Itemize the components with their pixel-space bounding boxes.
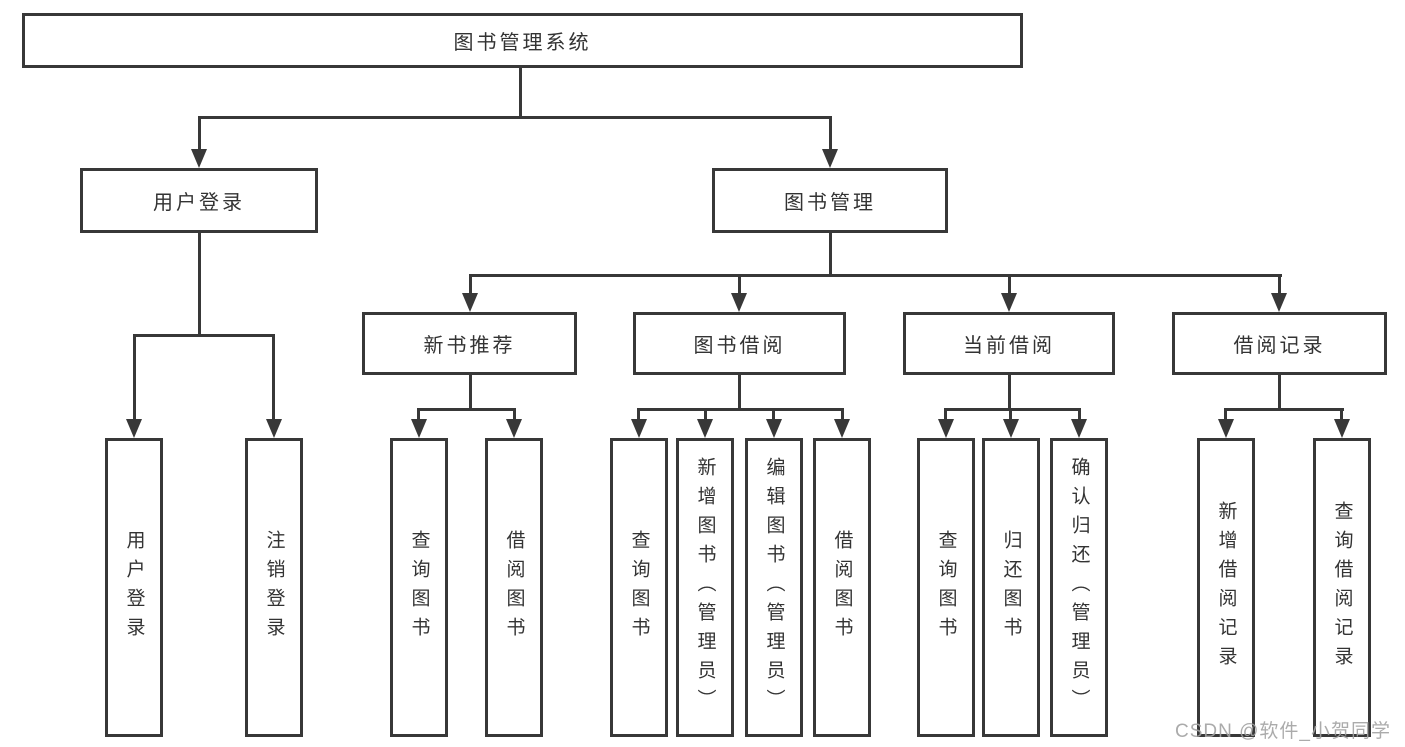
node-label: 用户登录 [153,192,245,214]
connector-line [198,233,201,337]
connector-line [513,411,516,420]
leaf-borrow-books-recommend: 借阅图书 [485,438,543,737]
node-label: 当前借阅 [963,335,1055,357]
arrowhead-down-icon [1334,419,1350,438]
connector-line [1009,411,1012,420]
connector-line [133,337,136,420]
connector-line [829,119,832,150]
node-label: 确认归还（管理员） [1068,457,1090,718]
connector-line [944,411,947,420]
arrowhead-down-icon [506,419,522,438]
leaf-confirm-return-admin: 确认归还（管理员） [1050,438,1108,737]
connector-line [637,411,640,420]
node-label: 图书管理 [784,192,876,214]
node-label: 新书推荐 [423,335,516,357]
node-label: 查询图书 [628,529,650,646]
arrowhead-down-icon [462,293,478,312]
arrowhead-down-icon [766,419,782,438]
leaf-edit-books-admin: 编辑图书（管理员） [745,438,803,737]
arrowhead-down-icon [731,293,747,312]
arrowhead-down-icon [1218,419,1234,438]
arrowhead-down-icon [126,419,142,438]
arrowhead-down-icon [1271,293,1287,312]
csdn-watermark: CSDN @软件_小贺同学 [1175,721,1391,742]
leaf-query-books-recommend: 查询图书 [390,438,448,737]
connector-line [1008,375,1011,411]
connector-line [198,119,201,150]
node-label: 借阅记录 [1233,335,1326,357]
connector-line [1078,411,1081,420]
connector-line [198,116,832,119]
arrowhead-down-icon [822,149,838,168]
connector-line [1224,408,1344,411]
connector-line [469,277,472,294]
connector-line [133,334,275,337]
leaf-add-borrow-record: 新增借阅记录 [1197,438,1255,737]
node-label: 归还图书 [1000,529,1022,646]
leaf-borrow-books: 借阅图书 [813,438,871,737]
leaf-logout: 注销登录 [245,438,303,737]
node-label: 借阅图书 [831,529,853,646]
connector-line [417,408,516,411]
arrowhead-down-icon [631,419,647,438]
node-user-login: 用户登录 [80,168,318,233]
arrowhead-down-icon [697,419,713,438]
arrowhead-down-icon [191,149,207,168]
leaf-user-login: 用户登录 [105,438,163,737]
node-label: 图书管理系统 [453,32,592,54]
arrowhead-down-icon [938,419,954,438]
connector-line [841,411,844,420]
arrowhead-down-icon [266,419,282,438]
node-book-borrowing: 图书借阅 [633,312,846,375]
connector-line [469,274,1282,277]
leaf-return-books: 归还图书 [982,438,1040,737]
node-borrowing-records: 借阅记录 [1172,312,1387,375]
connector-line [637,408,844,411]
node-label: 编辑图书（管理员） [763,457,785,718]
node-label: 查询借阅记录 [1331,500,1353,675]
connector-line [519,68,522,119]
arrowhead-down-icon [1003,419,1019,438]
node-new-book-recommendation: 新书推荐 [362,312,577,375]
connector-line [1278,375,1281,411]
connector-line [738,375,741,411]
leaf-query-borrow-record: 查询借阅记录 [1313,438,1371,737]
node-label: 借阅图书 [503,529,525,646]
connector-line [272,337,275,420]
node-book-management: 图书管理 [712,168,948,233]
connector-line [469,375,472,411]
leaf-add-books-admin: 新增图书（管理员） [676,438,734,737]
arrowhead-down-icon [834,419,850,438]
node-label: 用户登录 [123,529,145,646]
connector-line [704,411,707,420]
connector-line [944,408,1081,411]
connector-line [829,233,832,277]
node-label: 查询图书 [408,529,430,646]
node-label: 图书借阅 [693,335,786,357]
node-label: 新增图书（管理员） [694,457,716,718]
connector-line [1340,411,1343,420]
connector-line [1008,277,1011,294]
connector-line [1224,411,1227,420]
node-label: 新增借阅记录 [1215,500,1237,675]
leaf-query-books-borrowing: 查询图书 [610,438,668,737]
arrowhead-down-icon [1071,419,1087,438]
connector-line [738,277,741,294]
node-library-management-system: 图书管理系统 [22,13,1023,68]
connector-line [417,411,420,420]
connector-line [1278,277,1281,294]
node-label: 注销登录 [263,529,285,646]
node-current-borrowing: 当前借阅 [903,312,1115,375]
node-label: 查询图书 [935,529,957,646]
arrowhead-down-icon [1001,293,1017,312]
connector-line [772,411,775,420]
arrowhead-down-icon [411,419,427,438]
leaf-query-books-current: 查询图书 [917,438,975,737]
